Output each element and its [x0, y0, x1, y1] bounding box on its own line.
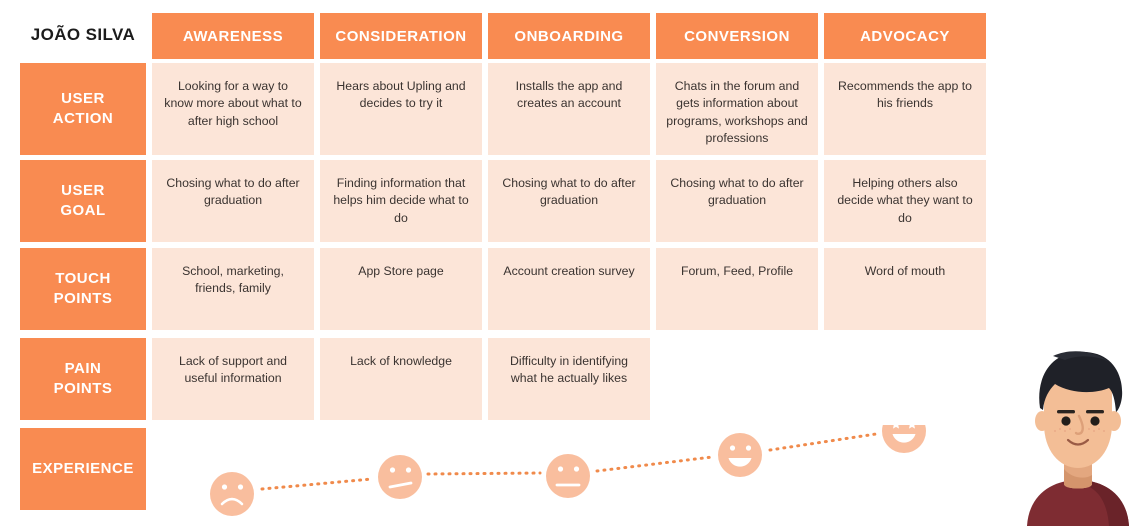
cell-user-action-onboarding[interactable]: Installs the app and creates an account [488, 63, 650, 155]
row-label-user-goal-line1: USER [61, 182, 105, 200]
avatar-eyebrow-left [1057, 410, 1075, 414]
avatar-eyebrow-right [1086, 410, 1104, 414]
stage-header-advocacy[interactable]: ADVOCACY [824, 13, 986, 59]
row-label-user-goal-line2: GOAL [60, 202, 106, 219]
row-label-experience: EXPERIENCE [20, 428, 146, 510]
neutral-face-icon[interactable] [546, 454, 590, 498]
happy-face-icon[interactable] [718, 433, 762, 477]
row-label-experience-text: EXPERIENCE [32, 460, 134, 478]
row-label-touch-points-line1: TOUCH [55, 270, 111, 288]
avatar-neck-shadow [1064, 469, 1092, 489]
cell-user-goal-awareness[interactable]: Chosing what to do after graduation [152, 160, 314, 242]
star-eyes-face-icon[interactable] [882, 425, 926, 453]
stage-header-awareness[interactable]: AWARENESS [152, 13, 314, 59]
cell-user-goal-onboarding[interactable]: Chosing what to do after graduation [488, 160, 650, 242]
row-label-user-goal: USER GOAL [20, 160, 146, 242]
cell-touch-points-conversion[interactable]: Forum, Feed, Profile [656, 248, 818, 330]
stage-header-consideration[interactable]: CONSIDERATION [320, 13, 482, 59]
stage-header-onboarding[interactable]: ONBOARDING [488, 13, 650, 59]
cell-user-action-consideration[interactable]: Hears about Upling and decides to try it [320, 63, 482, 155]
cell-touch-points-onboarding[interactable]: Account creation survey [488, 248, 650, 330]
cell-touch-points-advocacy[interactable]: Word of mouth [824, 248, 986, 330]
avatar-mouth [1066, 438, 1090, 446]
customer-journey-map: JOÃO SILVA AWARENESS CONSIDERATION ONBOA… [20, 13, 986, 516]
cell-user-goal-advocacy[interactable]: Helping others also decide what they wan… [824, 160, 986, 242]
avatar-hair [1039, 351, 1123, 412]
sad-face-icon[interactable] [210, 472, 254, 516]
cell-pain-points-conversion[interactable] [656, 338, 818, 420]
cell-touch-points-consideration[interactable]: App Store page [320, 248, 482, 330]
avatar-shirt-shadow [1078, 480, 1129, 526]
cell-pain-points-advocacy[interactable] [824, 338, 986, 420]
avatar-eye-left [1061, 416, 1071, 426]
slightly-sad-face-icon[interactable] [378, 455, 422, 499]
experience-dotted-connectors [260, 432, 878, 491]
cell-user-goal-consideration[interactable]: Finding information that helps him decid… [320, 160, 482, 242]
cell-user-goal-conversion[interactable]: Chosing what to do after graduation [656, 160, 818, 242]
row-label-pain-points: PAIN POINTS [20, 338, 146, 420]
persona-avatar [1027, 351, 1129, 526]
avatar-nose [1074, 414, 1084, 435]
cell-pain-points-onboarding[interactable]: Difficulty in identifying what he actual… [488, 338, 650, 420]
stage-header-conversion[interactable]: CONVERSION [656, 13, 818, 59]
row-label-touch-points-line2: POINTS [53, 290, 113, 307]
cell-user-action-advocacy[interactable]: Recommends the app to his friends [824, 63, 986, 155]
row-label-pain-points-line2: POINTS [53, 380, 113, 397]
avatar-hair-highlight [1053, 351, 1109, 362]
cell-user-action-awareness[interactable]: Looking for a way to know more about wha… [152, 63, 314, 155]
cell-pain-points-awareness[interactable]: Lack of support and useful information [152, 338, 314, 420]
row-label-touch-points: TOUCH POINTS [20, 248, 146, 330]
row-label-user-action: USER ACTION [20, 63, 146, 155]
cell-pain-points-consideration[interactable]: Lack of knowledge [320, 338, 482, 420]
cell-touch-points-awareness[interactable]: School, marketing, friends, family [152, 248, 314, 330]
persona-name: JOÃO SILVA [30, 25, 136, 44]
avatar-freckles [1053, 427, 1106, 433]
experience-trend-chart [210, 425, 926, 516]
row-label-user-action-line2: ACTION [52, 110, 114, 127]
row-label-user-action-line1: USER [61, 90, 105, 108]
row-label-pain-points-line1: PAIN [64, 360, 102, 378]
cell-user-action-conversion[interactable]: Chats in the forum and gets information … [656, 63, 818, 155]
avatar-eye-right [1090, 416, 1100, 426]
